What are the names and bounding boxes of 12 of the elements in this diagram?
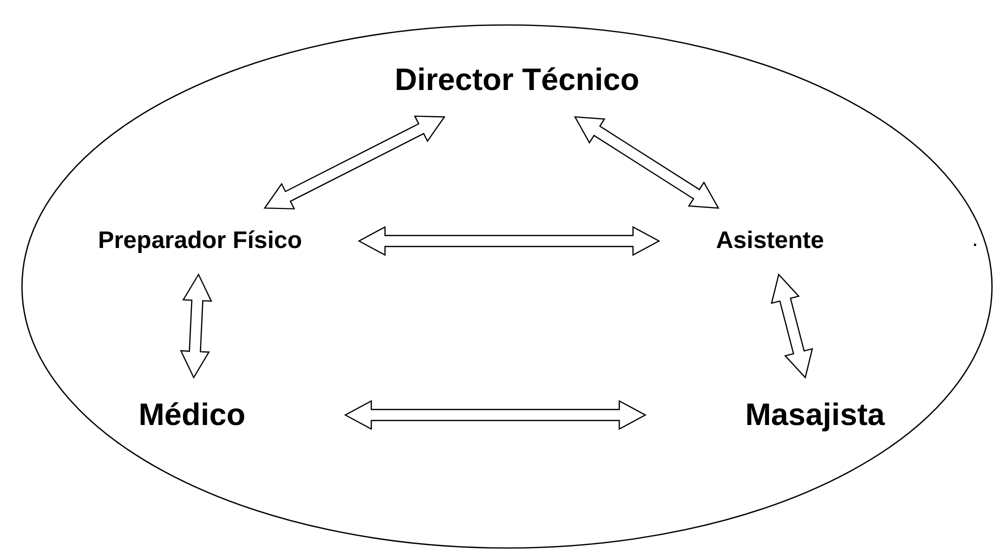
double-arrow [264,116,446,210]
double-arrow [344,400,647,430]
double-arrow [180,273,212,379]
role-label: Preparador Físico [98,227,302,255]
double-arrow [574,116,720,209]
role-label: Asistente [716,227,824,255]
role-label: Director Técnico [394,62,640,98]
double-arrow [358,226,660,256]
dot-mark: . [972,228,978,250]
role-label: Médico [138,397,246,433]
role-label: Masajista [745,397,885,433]
double-arrow [770,273,814,379]
